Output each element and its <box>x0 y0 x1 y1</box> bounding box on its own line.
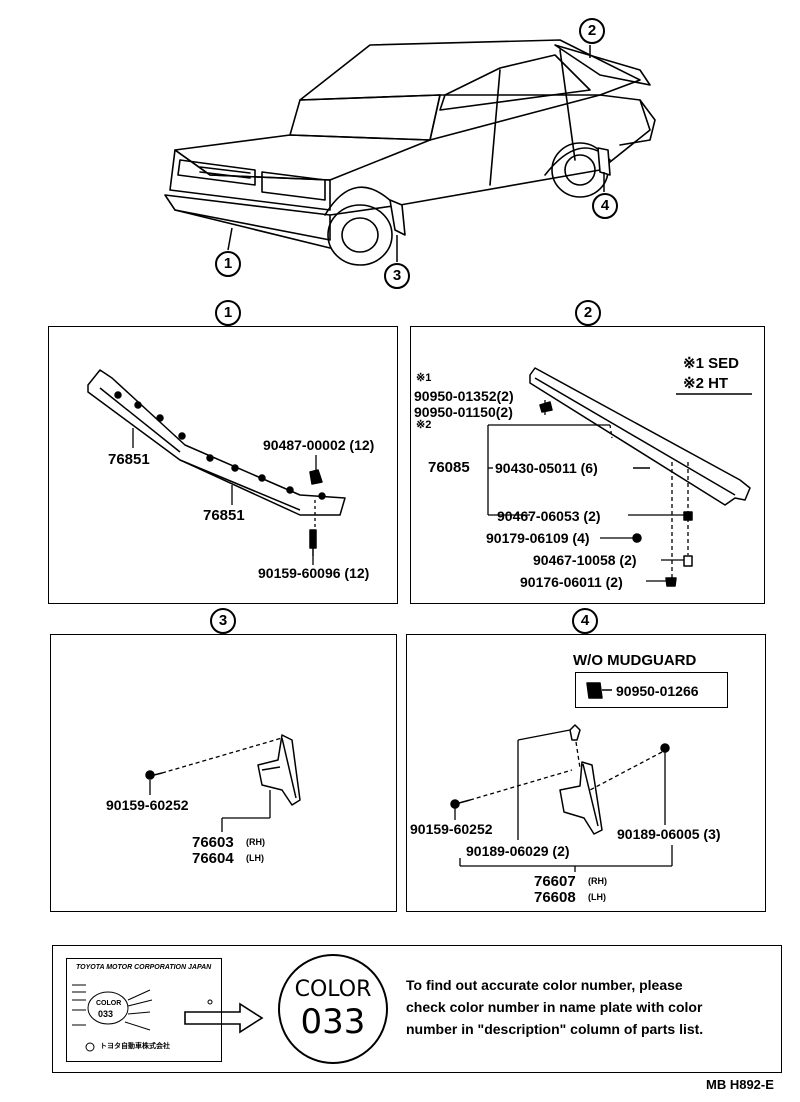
color-note-line1: To find out accurate color number, pleas… <box>406 977 683 993</box>
panel3-part-b-side: (LH) <box>246 853 264 863</box>
callout-2: 2 <box>579 18 605 44</box>
panel1-clip: 90487-00002 (12) <box>263 437 375 453</box>
panel2-part-p4: 90467-06053 (2) <box>497 508 601 524</box>
panel4-part-b-side: (LH) <box>588 892 606 902</box>
color-note-line2: check color number in name plate with co… <box>406 999 703 1015</box>
color-badge-label: COLOR <box>294 977 372 1002</box>
callout-1: 1 <box>215 251 241 277</box>
panel-rear-mudguard <box>406 634 766 912</box>
panel1-part-a: 76851 <box>108 451 150 468</box>
panel2-part-p2: 90950-01150(2) <box>414 404 513 420</box>
name-plate-color-value: 033 <box>98 1009 114 1019</box>
car-illustration <box>164 39 656 266</box>
panel2-number: 2 <box>575 300 601 326</box>
panel2-part-p5: 90179-06109 (4) <box>486 530 590 546</box>
panel4-wo-part: 90950-01266 <box>616 683 699 699</box>
panel4-part-a-side: (RH) <box>588 876 607 886</box>
panel1-part-b: 76851 <box>203 507 245 524</box>
panel2-part-p7: 90176-06011 (2) <box>520 574 623 590</box>
panel2-part-p1: 90950-01352(2) <box>414 388 514 404</box>
panel4-wo-title: W/O MUDGUARD <box>573 652 697 669</box>
panel2-note2: ※2 <box>416 419 432 431</box>
panel2-legend-sed: ※1 SED <box>683 355 739 372</box>
name-plate-title: TOYOTA MOTOR CORPORATION JAPAN <box>76 964 212 971</box>
panel4-part-b: 76608 <box>534 889 576 906</box>
panel4-number: 4 <box>572 608 598 634</box>
color-note-box <box>52 945 782 1073</box>
panel-front-spoiler <box>48 326 398 604</box>
figure-code: MB H892-E <box>706 1077 774 1092</box>
panel-rear-spoiler <box>410 326 765 604</box>
panel3-part-a-side: (RH) <box>246 837 265 847</box>
name-plate <box>66 958 222 1062</box>
name-plate-maker: トヨタ自動車株式会社 <box>100 1043 170 1050</box>
panel1-number: 1 <box>215 300 241 326</box>
panel2-note1: ※1 <box>416 372 432 384</box>
callout-4: 4 <box>592 193 618 219</box>
name-plate-color-label: COLOR <box>96 1000 122 1007</box>
panel3-screw: 90159-60252 <box>106 797 189 813</box>
panel3-part-a: 76603 <box>192 834 234 851</box>
panel4-part-p1: 90189-06029 (2) <box>466 843 570 859</box>
panel3-number: 3 <box>210 608 236 634</box>
panel1-screw: 90159-60096 (12) <box>258 565 370 581</box>
panel2-part-p3: 90430-05011 (6) <box>495 460 598 476</box>
callout-3: 3 <box>384 263 410 289</box>
panel4-part-a: 76607 <box>534 873 576 890</box>
panel2-legend-ht: ※2 HT <box>683 375 729 392</box>
panel4-part-p2: 90189-06005 (3) <box>617 826 721 842</box>
panel2-spoiler: 76085 <box>428 459 470 476</box>
color-badge: COLOR 033 <box>278 954 388 1064</box>
color-note-line3: number in "description" column of parts … <box>406 1021 704 1037</box>
color-badge-value: 033 <box>300 1002 366 1042</box>
panel3-part-b: 76604 <box>192 850 234 867</box>
panel4-screw: 90159-60252 <box>410 821 493 837</box>
panel2-part-p6: 90467-10058 (2) <box>533 552 637 568</box>
panel-front-mudguard <box>50 634 397 912</box>
panel4-wo-box <box>575 672 728 708</box>
